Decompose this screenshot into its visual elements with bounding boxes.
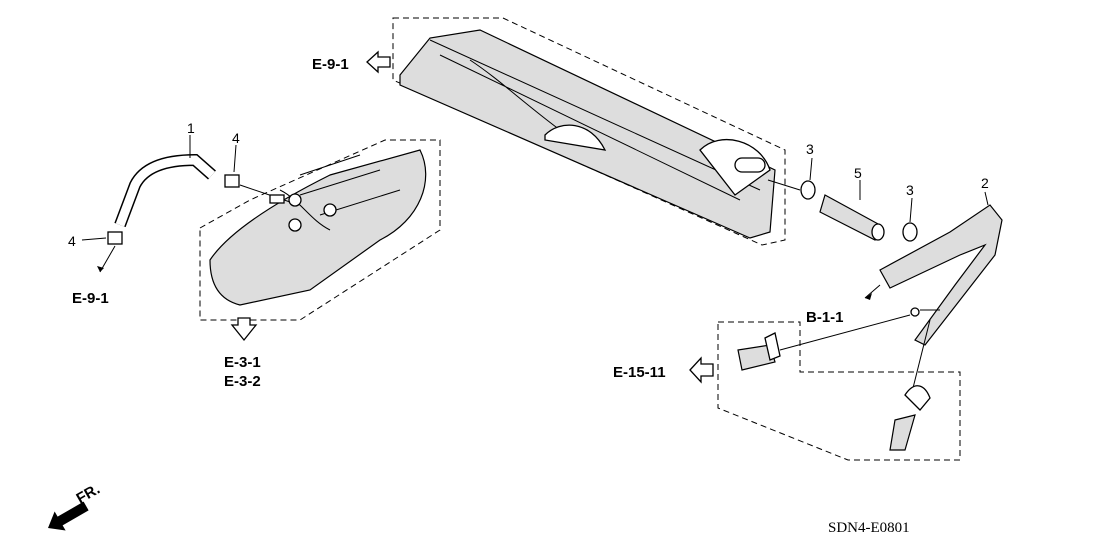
- callout-part-5: 5: [854, 165, 862, 181]
- ref-arrow-top-icon: [366, 50, 391, 74]
- intake-manifold-drawing: [199, 139, 441, 321]
- ref-arrow-left-icon: [689, 356, 714, 384]
- diagram-code: SDN4-E0801: [828, 520, 910, 536]
- ref-label-lower-group[interactable]: E-15-11: [613, 364, 666, 381]
- clamp-part-4-upper: [224, 144, 291, 204]
- ref-label-top-cover[interactable]: E-9-1: [312, 56, 349, 73]
- clamp-part-3-right: [902, 197, 918, 242]
- front-direction-arrow-icon: [48, 501, 89, 531]
- ref-arrow-down-icon: [230, 317, 258, 342]
- ref-label-breather[interactable]: B-1-1: [806, 309, 844, 326]
- callout-part-3-left: 3: [806, 141, 814, 157]
- clamp-part-4-lower: [81, 231, 123, 273]
- callout-part-2: 2: [981, 175, 989, 191]
- callout-part-4-upper: 4: [232, 130, 240, 146]
- callout-part-1: 1: [187, 120, 195, 136]
- clamp-part-3-left: [767, 157, 816, 200]
- ref-label-left-hose[interactable]: E-9-1: [72, 290, 109, 307]
- breather-pipe-part-2: [864, 191, 1003, 401]
- lower-hose-group: [717, 314, 961, 461]
- callout-part-3-right: 3: [906, 182, 914, 198]
- ref-label-manifold-2[interactable]: E-3-2: [224, 373, 261, 390]
- front-direction-label: FR.: [74, 481, 103, 508]
- pcv-hose-part-1: [114, 135, 216, 228]
- tube-part-5: [819, 180, 885, 241]
- ref-label-manifold-1[interactable]: E-3-1: [224, 354, 261, 371]
- head-cover-drawing: [392, 17, 786, 246]
- callout-part-4-lower: 4: [68, 233, 76, 249]
